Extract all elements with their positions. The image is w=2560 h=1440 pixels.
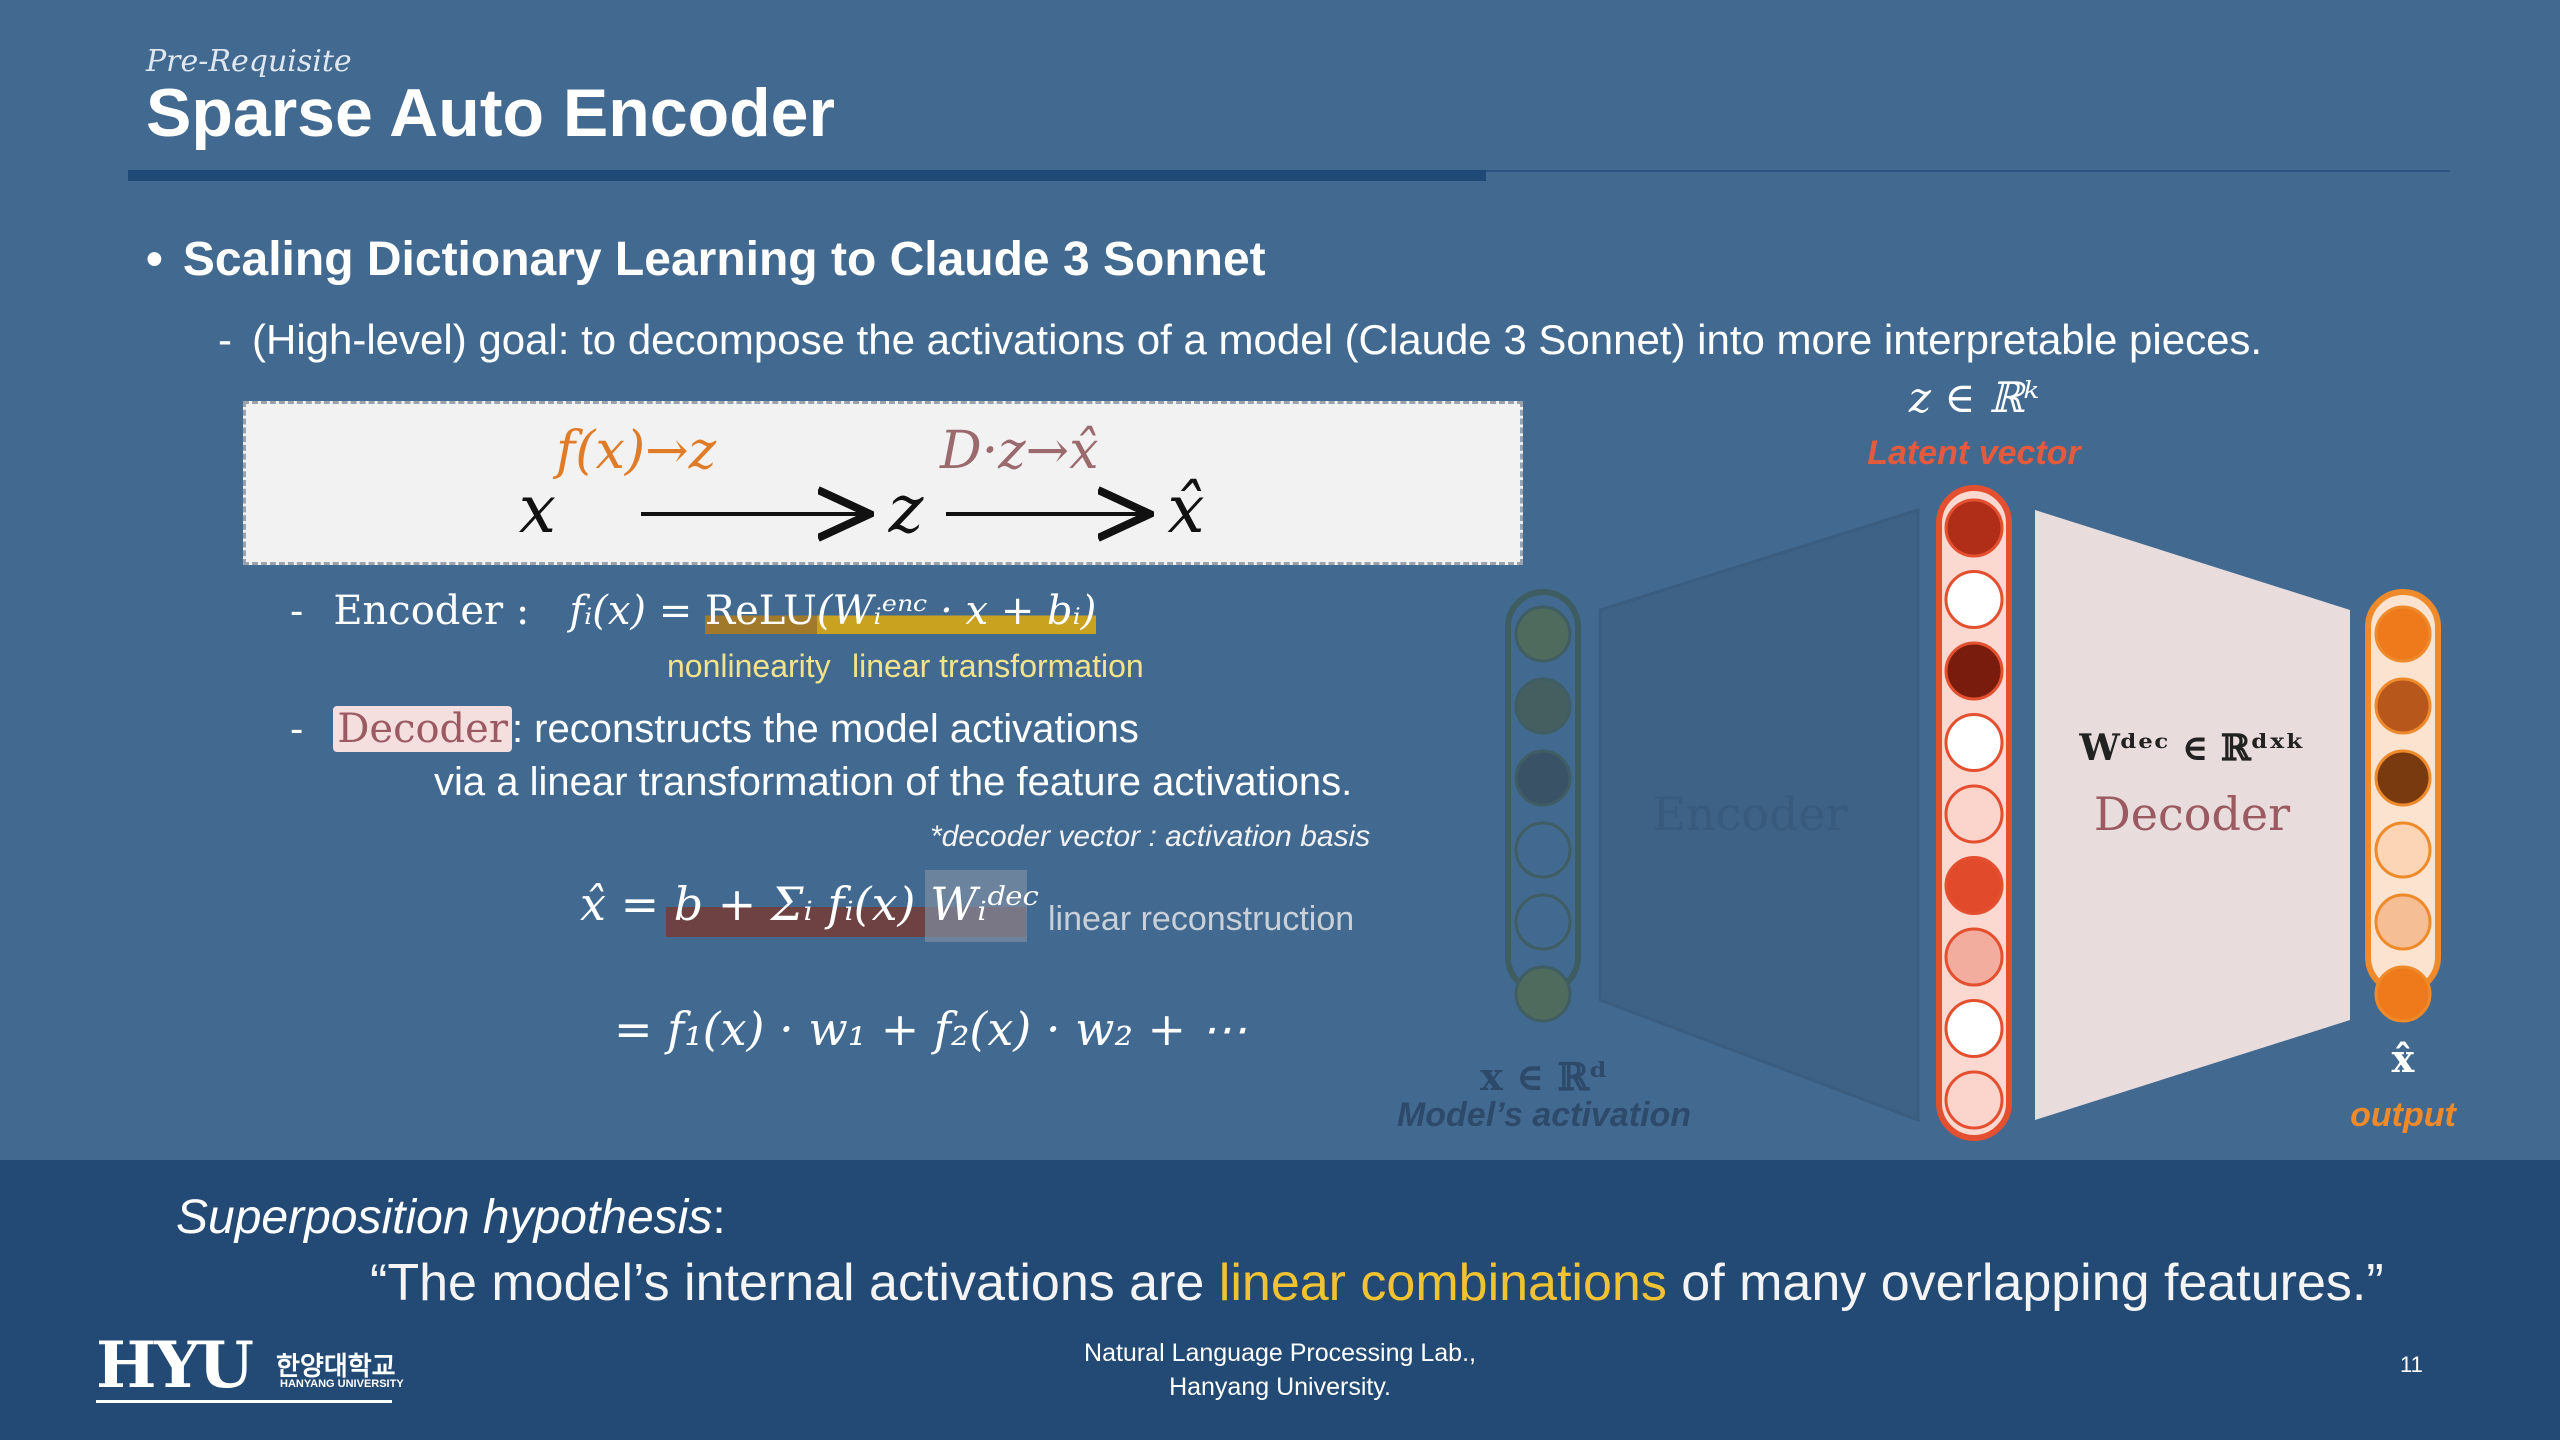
decoder-line2: via a linear transformation of the featu… bbox=[434, 760, 1353, 804]
latent-node-4 bbox=[1944, 713, 2004, 772]
pipeline-z: z bbox=[888, 471, 925, 548]
input-math: x ∈ ℝᵈ bbox=[1480, 1054, 1608, 1099]
pipeline-formula: f(x)→z D·z→x̂ x z x̂ bbox=[519, 421, 1205, 548]
latent-node-6 bbox=[1944, 856, 2004, 915]
linear-transformation-label: linear transformation bbox=[852, 648, 1144, 684]
quote-pre: “The model’s internal activations are bbox=[370, 1254, 1219, 1312]
logo-korean: 한양대학교 bbox=[276, 1351, 396, 1381]
decoder-label: Decoder bbox=[2094, 787, 2290, 841]
section-label: Pre-Requisite bbox=[146, 44, 352, 79]
latent-node-9 bbox=[1944, 1070, 2004, 1130]
input-node-6 bbox=[1514, 965, 1572, 1023]
logo-english: HANYANG UNIVERSITY bbox=[280, 1378, 404, 1390]
latent-node-5 bbox=[1944, 784, 2004, 844]
decoder-equations: x̂ = b + Σᵢ fᵢ(x) Wᵢᵈᵉᶜ = f₁(x) · w₁ + f… bbox=[580, 870, 1247, 1056]
latent-nodes bbox=[1944, 498, 2004, 1130]
decoder-dash: - bbox=[290, 707, 304, 751]
decoder-line1-text: : reconstructs the model activations bbox=[511, 707, 1139, 751]
input-node-2 bbox=[1514, 677, 1572, 735]
encoder-label: Encoder bbox=[1652, 787, 1847, 841]
university-logo: HYU 한양대학교 HANYANG UNIVERSITY bbox=[96, 1328, 404, 1403]
lab-name-line2: Hanyang University. bbox=[1169, 1373, 1391, 1401]
decoder-math: Wᵈᵉᶜ ∈ ℝᵈˣᵏ bbox=[2078, 727, 2304, 769]
encoder-formula-rest: (Wᵢᵉⁿᶜ · x + bᵢ) bbox=[816, 588, 1097, 634]
latent-node-3 bbox=[1944, 641, 2004, 701]
page-number: 11 bbox=[2400, 1352, 2423, 1377]
sae-diagram: z ∈ ℝᵏ Latent vector Encoder Wᵈᵉᶜ ∈ ℝᵈˣᵏ… bbox=[1397, 373, 2458, 1141]
arrow2-label: D·z→x̂ bbox=[939, 421, 1099, 481]
title-underline-thin bbox=[1486, 170, 2450, 172]
bottom-band bbox=[0, 1160, 2560, 1440]
bullet-main-text: Scaling Dictionary Learning to Claude 3 … bbox=[182, 233, 1266, 286]
output-node-4 bbox=[2374, 821, 2432, 879]
latent-node-8 bbox=[1944, 999, 2004, 1058]
output-label: output bbox=[2350, 1096, 2457, 1134]
latent-node-7 bbox=[1944, 927, 2004, 987]
input-nodes bbox=[1514, 605, 1572, 1023]
bullet-dash: - bbox=[218, 316, 232, 363]
encoder-block bbox=[1598, 507, 1920, 1123]
output-nodes bbox=[2374, 605, 2432, 1023]
decoder-note: *decoder vector : activation basis bbox=[930, 820, 1371, 853]
equation-reconstruction: x̂ = b + Σᵢ fᵢ(x) Wᵢᵈᵉᶜ bbox=[580, 877, 1039, 931]
input-node-4 bbox=[1514, 821, 1572, 879]
encoder-label: Encoder : bbox=[333, 588, 530, 634]
output-node-2 bbox=[2374, 677, 2432, 735]
decoder-word: Decoder bbox=[333, 706, 512, 752]
superposition-colon: : bbox=[712, 1191, 726, 1244]
output-math: x̂ bbox=[2392, 1036, 2415, 1081]
quote-post: of many overlapping features.” bbox=[1666, 1254, 2384, 1312]
pipeline-xhat: x̂ bbox=[1167, 471, 1204, 548]
latent-math: z ∈ ℝᵏ bbox=[1908, 373, 2039, 422]
encoder-formula-relu: ReLU bbox=[704, 588, 817, 634]
pipeline-formula-box: f(x)→z D·z→x̂ x z x̂ bbox=[243, 401, 1523, 565]
logo-underline bbox=[96, 1400, 392, 1403]
output-node-5 bbox=[2374, 893, 2432, 951]
latent-node-2 bbox=[1944, 570, 2004, 629]
encoder-formula-lhs: fᵢ(x) = bbox=[569, 588, 705, 634]
linear-reconstruction-label: linear reconstruction bbox=[1048, 900, 1355, 938]
nonlinearity-label: nonlinearity bbox=[667, 648, 831, 684]
lab-name: Natural Language Processing Lab., Hanyan… bbox=[0, 1336, 2560, 1404]
bullet-sub-text: (High-level) goal: to decompose the acti… bbox=[252, 316, 2263, 363]
output-node-1 bbox=[2374, 605, 2432, 663]
bullet-main: • Scaling Dictionary Learning to Claude 3… bbox=[146, 232, 1266, 287]
page-title: Sparse Auto Encoder bbox=[146, 75, 835, 151]
superposition-title: Superposition hypothesis bbox=[176, 1191, 713, 1244]
input-node-1 bbox=[1514, 605, 1572, 663]
decoder-vector-highlight bbox=[925, 870, 1027, 942]
superposition-quote: “The model’s internal activations are li… bbox=[370, 1253, 2384, 1313]
equation-expansion: = f₁(x) · w₁ + f₂(x) · w₂ + ⋯ bbox=[614, 1002, 1247, 1056]
decoder-description: -Decoder: reconstructs the model activat… bbox=[290, 706, 1139, 752]
encoder-description: -Encoder : fᵢ(x) = ReLU(Wᵢᵉⁿᶜ · x + bᵢ) bbox=[290, 588, 1097, 634]
output-node-3 bbox=[2374, 749, 2432, 807]
input-label: Model’s activation bbox=[1397, 1096, 1691, 1134]
decoder-block bbox=[2035, 510, 2350, 1120]
lab-name-line1: Natural Language Processing Lab., bbox=[1084, 1339, 1476, 1367]
superposition-line: Superposition hypothesis: bbox=[176, 1190, 726, 1245]
bullet-dot: • bbox=[146, 233, 163, 286]
latent-node-1 bbox=[1944, 498, 2004, 558]
title-underline bbox=[128, 170, 1486, 181]
pipeline-x: x bbox=[519, 471, 556, 548]
logo-hyu: HYU bbox=[96, 1328, 254, 1403]
input-node-3 bbox=[1514, 749, 1572, 807]
input-node-5 bbox=[1514, 893, 1572, 951]
quote-highlight: linear combinations bbox=[1218, 1254, 1667, 1312]
encoder-dash: - bbox=[290, 589, 304, 633]
latent-label: Latent vector bbox=[1867, 434, 2082, 472]
output-node-6 bbox=[2374, 965, 2432, 1023]
bullet-sub: -(High-level) goal: to decompose the act… bbox=[218, 316, 2262, 364]
arrow1-label: f(x)→z bbox=[552, 421, 717, 481]
